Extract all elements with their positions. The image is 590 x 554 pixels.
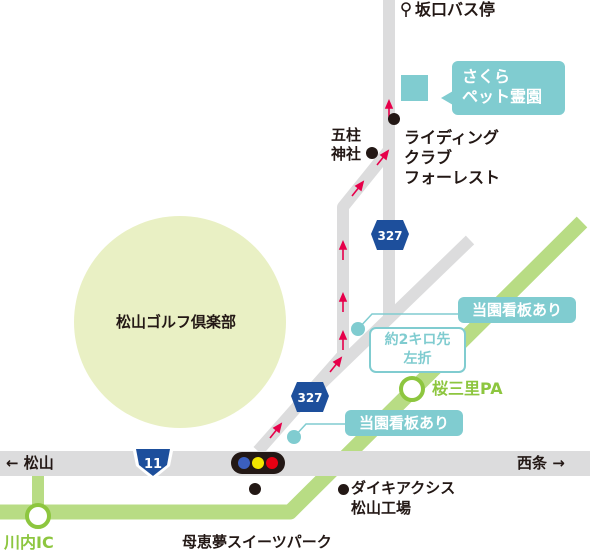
pet-cemetery-line1: さくら — [462, 67, 511, 86]
sakura-pa-label: 桜三里PA — [432, 379, 503, 398]
golf-course-area — [74, 216, 286, 428]
route-arrows — [269, 98, 394, 439]
national-route-11 — [0, 451, 590, 476]
riding-club-dot-icon — [388, 113, 400, 125]
sign-lower-dot-icon — [287, 430, 301, 444]
traffic-light-icon — [231, 452, 285, 474]
sakura-pa-ring-icon — [399, 376, 425, 402]
pet-cemetery-line2: ペット霊園 — [462, 87, 543, 106]
callout-pointer — [441, 91, 453, 105]
sign-lower-badge: 当園看板あり — [345, 410, 463, 436]
bus-stop-label: 坂口バス停 — [415, 0, 496, 19]
riding-club-line3: フォーレスト — [404, 168, 501, 187]
shrine-dot-icon — [366, 147, 378, 159]
shrine-label-line1: 五柱 — [331, 126, 362, 144]
svg-text:11: 11 — [144, 457, 162, 472]
shrine-label-line2: 神社 — [331, 145, 362, 163]
to-saijo-label: 西条 → — [517, 454, 565, 472]
riding-club-line1: ライディング — [404, 128, 499, 147]
svg-text:327: 327 — [297, 391, 322, 405]
sign-upper-dot-icon — [351, 322, 365, 336]
daiki-dot-icon — [338, 484, 349, 495]
pet-cemetery-square-marker-icon — [401, 75, 428, 101]
svg-text:327: 327 — [377, 229, 402, 243]
riding-club-line2: クラブ — [404, 148, 453, 167]
kawauchi-ic-label: 川内IC — [4, 533, 54, 552]
turn-notice-line1: 約2キロ先 — [384, 332, 451, 348]
turn-left-notice: 約2キロ先 左折 — [369, 327, 466, 373]
route-327-lower-shield: 327 — [291, 382, 329, 412]
to-matsuyama-label: ← 松山 — [6, 454, 54, 472]
golf-course-label: 松山ゴルフ倶楽部 — [116, 313, 237, 331]
bus-stop-pin-icon — [401, 2, 411, 17]
daiki-label-line2: 松山工場 — [351, 499, 412, 517]
sign-lower-leader — [293, 423, 350, 438]
turn-notice-line2: 左折 — [403, 351, 432, 367]
sign-upper-badge: 当園看板あり — [458, 297, 576, 323]
boke-yume-label: 母恵夢スイーツパーク — [182, 533, 332, 551]
route-11-shield: 11 — [132, 446, 174, 480]
side-road — [315, 235, 475, 390]
route-327-upper-shield: 327 — [371, 220, 409, 250]
boke-yume-dot-icon — [249, 483, 261, 495]
daiki-label-line1: ダイキアクシス — [351, 479, 456, 497]
pet-cemetery-callout: さくら ペット霊園 — [441, 61, 565, 115]
kawauchi-ic-ring-icon — [25, 503, 51, 529]
